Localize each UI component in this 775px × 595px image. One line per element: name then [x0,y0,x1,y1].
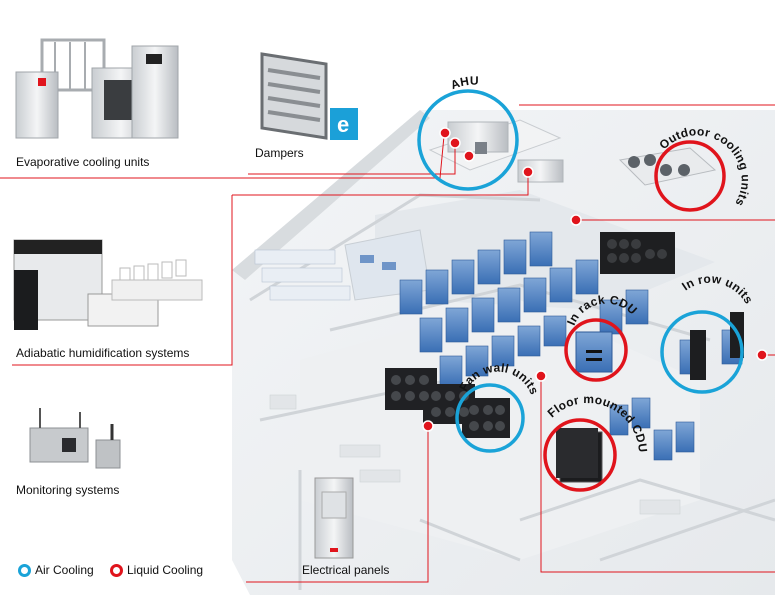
dampers-image: e [260,52,358,140]
dark-cooling-blocks [600,232,675,274]
outdoor-cooling-units-graphic [618,147,717,186]
electrical-panels-label: Electrical panels [302,563,390,577]
adiabatic-humidifier-image [13,239,203,330]
legend-liquid-label: Liquid Cooling [127,563,204,577]
callout-leader-lines [0,104,775,583]
evaporative-cooling-label: Evaporative cooling units [16,155,150,169]
svg-text:e: e [337,112,349,137]
in-rack-cdu-graphic [575,331,613,373]
fan-wall-units-graphic [385,368,510,438]
air-cooling-ring-icon [18,563,31,577]
floor-mounted-cdu-graphic [556,428,603,483]
evaporative-cooling-image [15,38,179,139]
electrical-panels-image [314,477,354,559]
outdoor-ring [654,140,726,212]
hotspot-dots [422,127,768,432]
in-rack-ring [564,318,628,382]
in-row-ring [660,310,744,394]
monitoring-systems-label: Monitoring systems [16,483,120,497]
legend-air-cooling: Air Cooling [18,561,94,579]
legend-air-label: Air Cooling [35,563,94,577]
liquid-cooling-ring-icon [110,563,123,577]
dampers-label: Dampers [255,146,304,160]
legend-liquid-cooling: Liquid Cooling [110,561,203,579]
floor-cdu-ring [543,418,617,492]
ahu-ring [417,89,519,191]
callout-rings [417,89,744,492]
adiabatic-humidification-label: Adiabatic humidification systems [16,346,190,360]
monitoring-systems-image [29,408,121,469]
ahu-label: AHU [449,74,479,92]
fan-wall-ring [455,383,525,453]
